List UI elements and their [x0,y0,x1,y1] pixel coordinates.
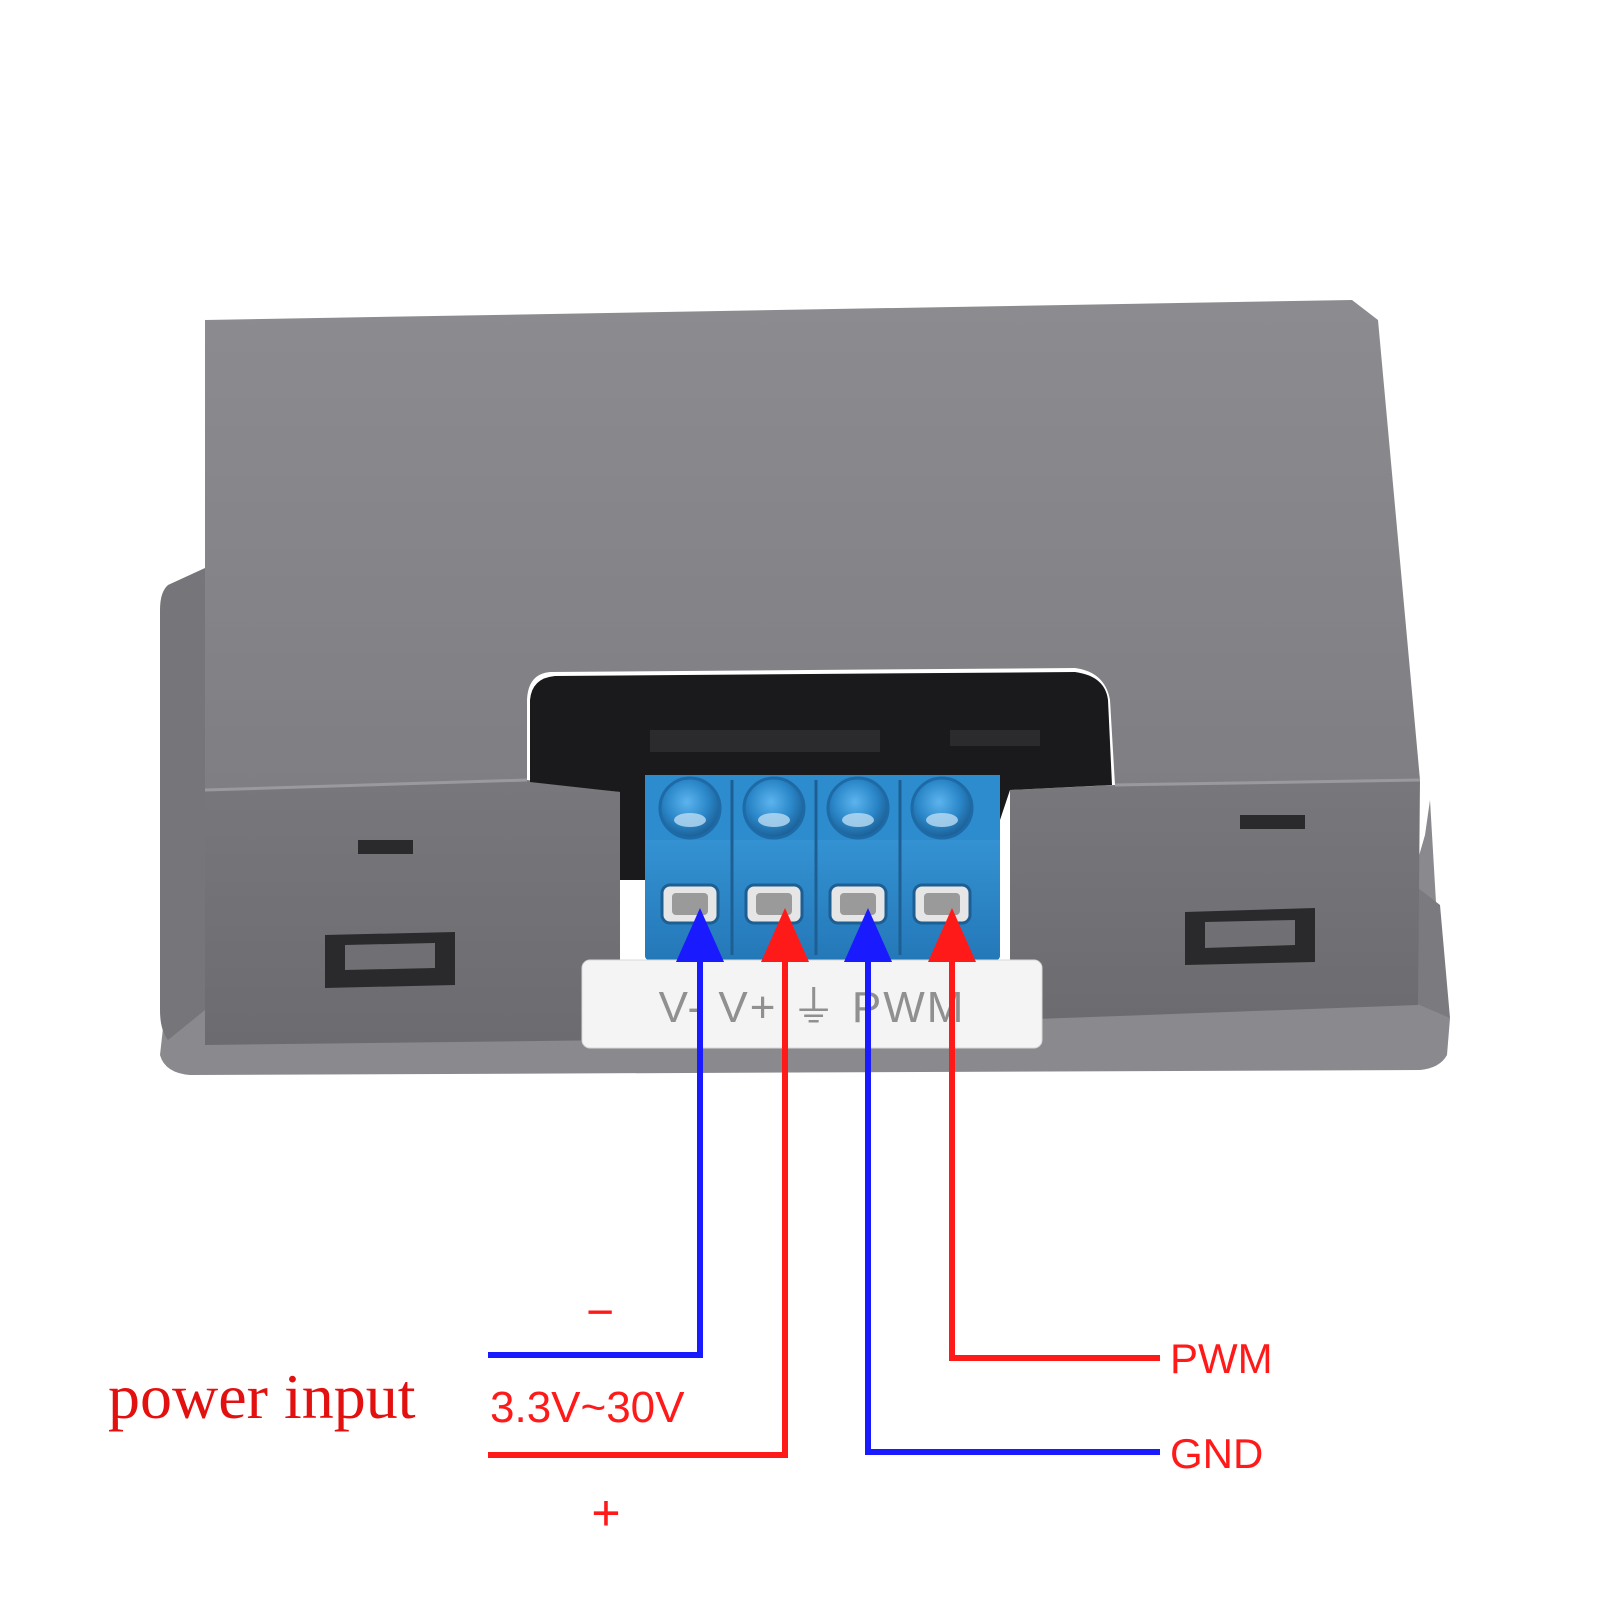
front-face [205,780,620,1045]
terminal-label-sticker: V- V+ ⏚ PWM [581,959,1043,1049]
wire-port-clamp [924,893,960,915]
terminal-label: V- V+ ⏚ PWM [659,983,966,1032]
clip-slot-right [1185,908,1315,965]
screw-slot-icon [674,813,706,827]
arrow-gnd-icon [844,908,892,962]
screw-slot-icon [926,813,958,827]
wire-gnd [865,920,1160,1455]
terminal-block [645,775,1000,960]
wire-port-clamp [756,893,792,915]
screw-slot-icon [758,813,790,827]
screw-slot-icon [842,813,874,827]
arrowheads [676,908,976,962]
wire-pwm [949,920,1160,1361]
terminal-screw-gnd[interactable] [826,776,890,840]
gnd-label: GND [1170,1430,1263,1477]
arrow-pwm-icon [928,908,976,962]
power-input-label: power input [108,1361,416,1432]
clip-slot-left [325,932,455,988]
top-face [205,300,1420,790]
voltage-range-label: 3.3V~30V [490,1383,685,1432]
terminal-screw-pwm[interactable] [910,776,974,840]
enclosure [160,300,1450,1075]
wire-v-minus [488,920,703,1358]
clip-slot-left-top [358,840,413,854]
wire-v-plus [488,920,788,1458]
arrow-v-minus-icon [676,908,724,962]
flange-left-ear [160,568,205,1040]
terminal-screw-v[interactable] [742,776,806,840]
clip-slot-right-top [1240,815,1305,829]
plus-sign-label: + [591,1485,620,1541]
arrow-v-plus-icon [761,908,809,962]
wire-port-clamp [672,893,708,915]
minus-sign-label: − [586,1286,614,1339]
pcb-chip [650,730,880,752]
pwm-label: PWM [1170,1335,1273,1382]
terminal-screw-v[interactable] [658,776,722,840]
front-face-right [1010,780,1420,1020]
wires [488,920,1160,1458]
wire-port-clamp [840,893,876,915]
